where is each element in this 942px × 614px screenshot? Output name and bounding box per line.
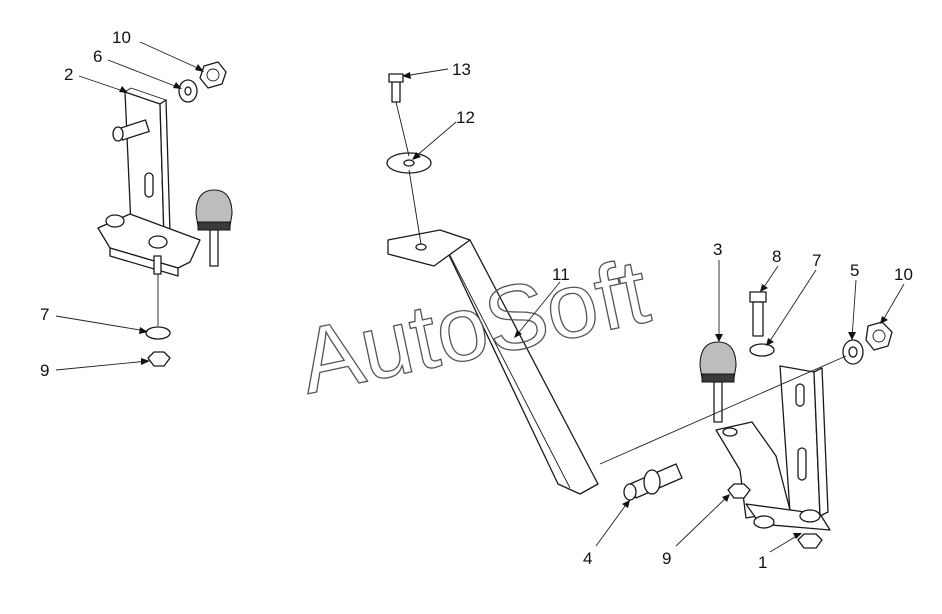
callout-7-right: 7 [812,251,821,270]
right-foot-bolt-1 [753,515,775,529]
callout-12: 12 [456,108,475,127]
right-bracket-body [715,421,791,519]
callout-5: 5 [850,261,859,280]
right-bumper-base [701,373,735,383]
callouts: 10 6 2 7 9 13 12 11 3 [40,28,913,572]
nut-9-left [147,351,171,367]
left-foot-bolt-1 [105,214,125,228]
callout-7-left: 7 [40,305,49,324]
right-bracket-hole [722,427,738,437]
left-foot-bolt-2 [148,235,168,249]
callout-8: 8 [772,247,781,266]
arm-plate-hole [415,243,427,251]
left-bumper-stud [209,229,219,267]
callout-10-right: 10 [894,265,913,284]
bolt-8 [752,301,764,337]
arm-11-plate [387,229,471,267]
nut-1 [797,533,823,549]
right-slot-2 [797,447,807,481]
callout-6: 6 [93,47,102,66]
bolt-8-head [749,291,767,303]
callout-13: 13 [452,60,471,79]
right-bumper-stud [713,381,723,423]
right-bracket-assembly [599,291,893,549]
callout-11: 11 [552,265,570,284]
nut-10-right [865,321,893,351]
callout-9-left: 9 [40,361,49,380]
right-foot-bolt-2 [799,509,821,523]
callout-3: 3 [713,240,722,259]
left-bumper-base [197,221,231,231]
nut-9-right [727,483,751,499]
callout-1: 1 [758,553,767,572]
pivot-pin-4-end [623,483,637,501]
left-bracket-slot [144,172,154,198]
bolt-13-head [388,73,404,83]
left-rubber-bumper [195,189,233,227]
bolt-13 [391,79,401,103]
left-bracket-assembly [97,61,233,367]
nut-10-left [199,61,227,89]
callout-4: 4 [583,549,592,568]
right-bracket-plate-edge [813,367,829,517]
pivot-pin-4-collar [643,469,661,495]
center-arm-assembly [386,73,599,495]
left-pivot-pin-end [112,126,124,142]
callout-9-right: 9 [662,549,671,568]
right-slot-1 [795,383,805,407]
washer-7-left [145,326,171,340]
right-rubber-bumper [699,341,737,379]
washer-7-right [749,343,775,357]
callout-2: 2 [64,65,73,84]
left-bolt-shank [153,255,162,275]
callout-10-left: 10 [112,28,131,47]
